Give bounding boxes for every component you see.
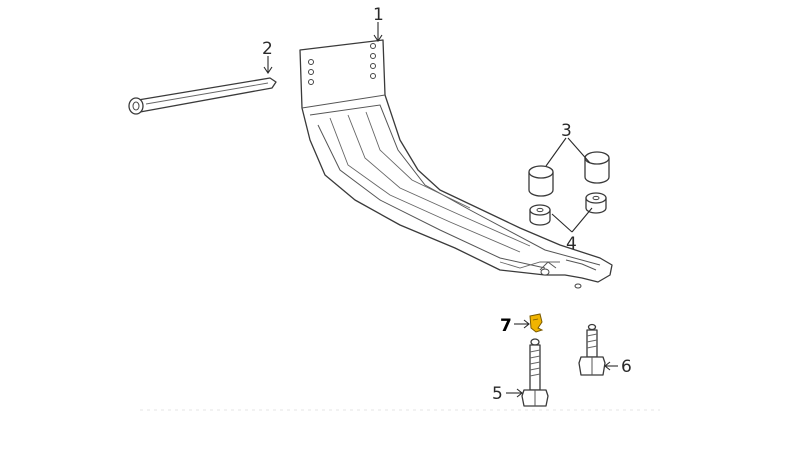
callout-2: 2 [262,39,273,59]
callout-6: 6 [621,357,632,377]
callout-3: 3 [561,121,572,141]
callout-7: 7 [500,316,512,336]
long-bolt-part [521,338,549,407]
upper-bushings-part [528,151,610,197]
crossmember-part [299,39,613,289]
lower-bushings-part [529,192,607,226]
leader-lines [263,22,618,398]
rod-part [128,77,277,115]
callout-4: 4 [566,234,577,254]
callout-5: 5 [492,384,503,404]
callout-1: 1 [373,5,384,25]
short-bolt-part [578,323,606,376]
clip-part [529,313,544,333]
